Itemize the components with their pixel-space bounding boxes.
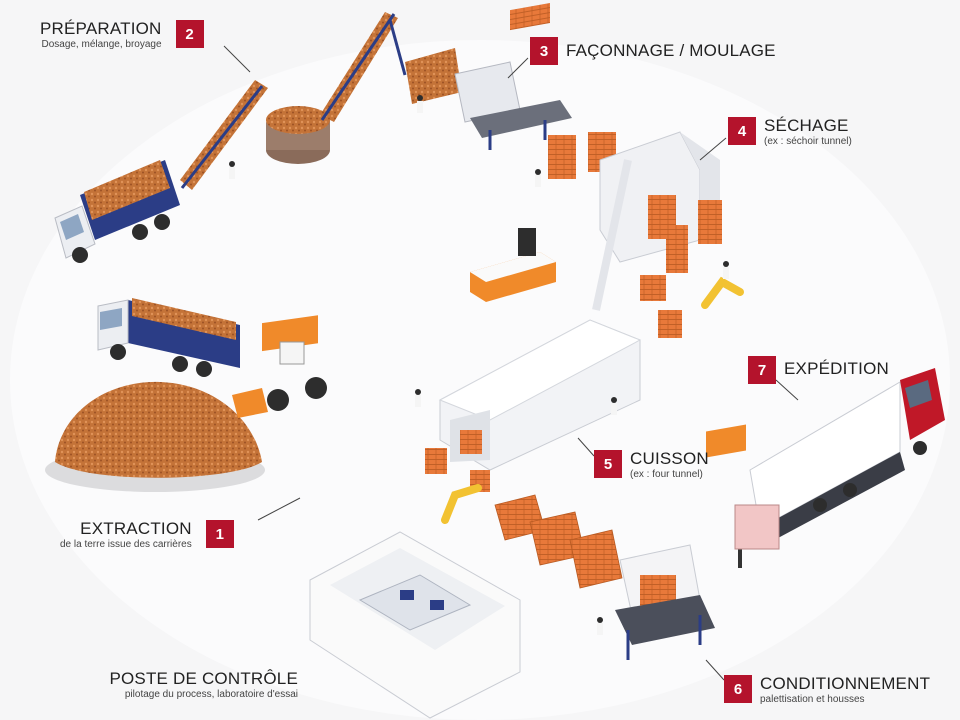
packaging-station xyxy=(615,544,715,660)
step-7-badge: 7 xyxy=(748,356,776,384)
step-1-subtitle: de la terre issue des carrières xyxy=(60,539,192,550)
step-1-title: EXTRACTION xyxy=(80,519,192,538)
step-3-badge: 3 xyxy=(530,37,558,65)
dump-truck-unloading xyxy=(54,160,180,263)
control-room xyxy=(309,531,521,719)
step-4-badge: 4 xyxy=(728,117,756,145)
step-4-label: 4 SÉCHAGE (ex : séchoir tunnel) xyxy=(728,117,852,148)
step-6-label: 6 CONDITIONNEMENT palettisation et houss… xyxy=(724,675,930,706)
operator-desk xyxy=(470,228,556,302)
step-1-label: 1 EXTRACTION de la terre issue des carri… xyxy=(60,520,234,551)
step-3-title: FAÇONNAGE / MOULAGE xyxy=(566,41,776,60)
step-4-subtitle: (ex : séchoir tunnel) xyxy=(764,136,852,147)
step-6-title: CONDITIONNEMENT xyxy=(760,674,931,693)
step-2-subtitle: Dosage, mélange, broyage xyxy=(41,39,162,50)
preparation-area xyxy=(54,12,407,263)
shipping-truck xyxy=(734,368,945,550)
handling-robot xyxy=(592,159,744,338)
step-3-label: 3 FAÇONNAGE / MOULAGE xyxy=(530,37,776,65)
step-7-title: EXPÉDITION xyxy=(784,359,889,378)
forklift xyxy=(706,424,746,568)
step-7-label: 7 EXPÉDITION xyxy=(748,356,889,384)
extraction-area xyxy=(45,298,327,492)
step-5-badge: 5 xyxy=(594,450,622,478)
step-5-subtitle: (ex : four tunnel) xyxy=(630,469,703,480)
dump-truck-loading xyxy=(97,298,240,377)
shaping-machine xyxy=(405,3,572,150)
step-1-badge: 1 xyxy=(205,520,234,548)
step-6-subtitle: palettisation et housses xyxy=(760,694,865,705)
fired-brick-pallets xyxy=(494,494,623,589)
palletizing-robot xyxy=(441,484,482,524)
step-2-title: PRÉPARATION xyxy=(40,19,162,38)
step-2-badge: 2 xyxy=(175,20,204,48)
control-post-label: POSTE DE CONTRÔLE pilotage du process, l… xyxy=(60,670,298,701)
step-4-title: SÉCHAGE xyxy=(764,116,849,135)
kiln-tunnel xyxy=(425,319,642,492)
step-5-label: 5 CUISSON (ex : four tunnel) xyxy=(594,450,709,481)
step-6-badge: 6 xyxy=(724,675,752,703)
wheel-loader xyxy=(232,315,327,418)
control-post-subtitle: pilotage du process, laboratoire d'essai xyxy=(124,689,298,700)
workers xyxy=(229,95,729,635)
green-brick-stacks xyxy=(548,132,616,179)
control-post-title: POSTE DE CONTRÔLE xyxy=(109,669,298,688)
step-2-label: 2 PRÉPARATION Dosage, mélange, broyage xyxy=(40,20,204,51)
leader-lines xyxy=(223,45,799,681)
step-5-title: CUISSON xyxy=(630,449,709,468)
clay-pile xyxy=(55,381,262,478)
